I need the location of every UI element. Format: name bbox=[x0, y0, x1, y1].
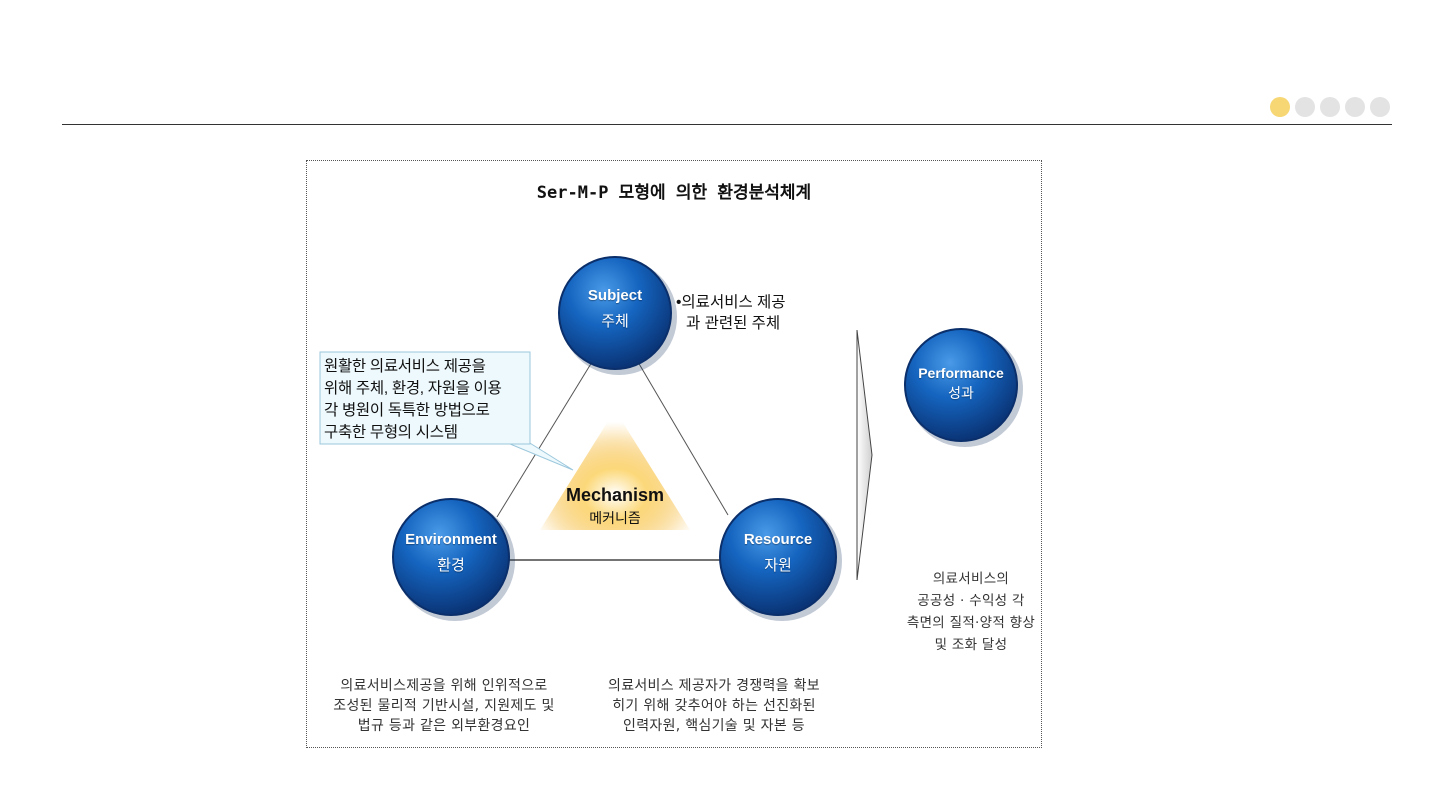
caption-line: 및 조화 달성 bbox=[934, 637, 1008, 653]
subject-note-line2: 과 관련된 주체 bbox=[686, 315, 781, 332]
diagram-frame bbox=[306, 160, 1042, 748]
indicator-dot bbox=[1345, 97, 1365, 117]
indicator-dot bbox=[1370, 97, 1390, 117]
subject-label: Subject 주체 bbox=[559, 287, 671, 331]
mechanism-en: Mechanism bbox=[565, 485, 665, 505]
performance-en: Performance bbox=[918, 365, 1004, 381]
edge-subject-resource bbox=[637, 361, 729, 516]
header-divider bbox=[62, 124, 1392, 125]
caption-line: 법규 등과 같은 외부환경요인 bbox=[357, 718, 531, 734]
caption-line: 측면의 질적·양적 향상 bbox=[906, 615, 1036, 631]
caption-line: 히기 위해 갖추어야 하는 선진화된 bbox=[612, 698, 816, 714]
callout-line: 원활한 의료서비스 제공을 bbox=[324, 358, 486, 375]
performance-label: Performance 성과 bbox=[903, 365, 1019, 403]
caption-line: 의료서비스제공을 위해 인위적으로 bbox=[340, 678, 548, 694]
environment-en: Environment bbox=[405, 531, 497, 548]
diagram-title: Ser-M-P 모형에 의한 환경분석체계 bbox=[536, 183, 812, 203]
callout-joint bbox=[500, 420, 529, 443]
slide-indicator bbox=[1270, 97, 1390, 117]
resource-en: Resource bbox=[743, 531, 813, 548]
caption-line: 공공성 · 수익성 각 bbox=[917, 593, 1025, 609]
callout-line: 각 병원이 독특한 방법으로 bbox=[324, 402, 490, 419]
indicator-dot-active bbox=[1270, 97, 1290, 117]
subject-note-line1: •의료서비스 제공 bbox=[676, 294, 786, 311]
performance-caption: 의료서비스의 공공성 · 수익성 각 측면의 질적·양적 향상 및 조화 달성 bbox=[884, 568, 1058, 656]
callout-line: 구축한 무형의 시스템 bbox=[324, 424, 458, 441]
subject-node bbox=[558, 256, 672, 370]
subject-note: •의료서비스 제공 과 관련된 주체 bbox=[676, 292, 786, 334]
subject-ko: 주체 bbox=[601, 313, 629, 330]
edge-subject-environment bbox=[496, 361, 593, 518]
resource-label: Resource 자원 bbox=[720, 531, 836, 575]
performance-ko: 성과 bbox=[948, 385, 974, 401]
resource-caption: 의료서비스 제공자가 경쟁력을 확보 히기 위해 갖추어야 하는 선진화된 인력… bbox=[584, 676, 844, 736]
performance-node bbox=[904, 328, 1018, 442]
performance-arrow bbox=[856, 329, 873, 581]
indicator-dot bbox=[1295, 97, 1315, 117]
mechanism-ko: 메커니즘 bbox=[589, 510, 641, 526]
environment-ko: 환경 bbox=[437, 557, 465, 574]
mechanism-glow bbox=[540, 410, 690, 530]
subject-en: Subject bbox=[587, 287, 643, 304]
mechanism-callout: 원활한 의료서비스 제공을 위해 주체, 환경, 자원을 이용 각 병원이 독특… bbox=[324, 356, 534, 444]
environment-label: Environment 환경 bbox=[393, 531, 509, 575]
resource-ko: 자원 bbox=[764, 557, 792, 574]
caption-line: 의료서비스의 bbox=[932, 571, 1010, 587]
caption-line: 인력자원, 핵심기술 및 자본 등 bbox=[623, 718, 805, 734]
environment-node bbox=[392, 498, 510, 616]
resource-node bbox=[719, 498, 837, 616]
caption-line: 의료서비스 제공자가 경쟁력을 확보 bbox=[608, 678, 820, 694]
indicator-dot bbox=[1320, 97, 1340, 117]
environment-caption: 의료서비스제공을 위해 인위적으로 조성된 물리적 기반시설, 지원제도 및 법… bbox=[306, 676, 582, 736]
caption-line: 조성된 물리적 기반시설, 지원제도 및 bbox=[333, 698, 555, 714]
mechanism-label: Mechanism 메커니즘 bbox=[540, 485, 690, 528]
callout-line: 위해 주체, 환경, 자원을 이용 bbox=[324, 380, 502, 397]
callout-box bbox=[319, 351, 531, 445]
